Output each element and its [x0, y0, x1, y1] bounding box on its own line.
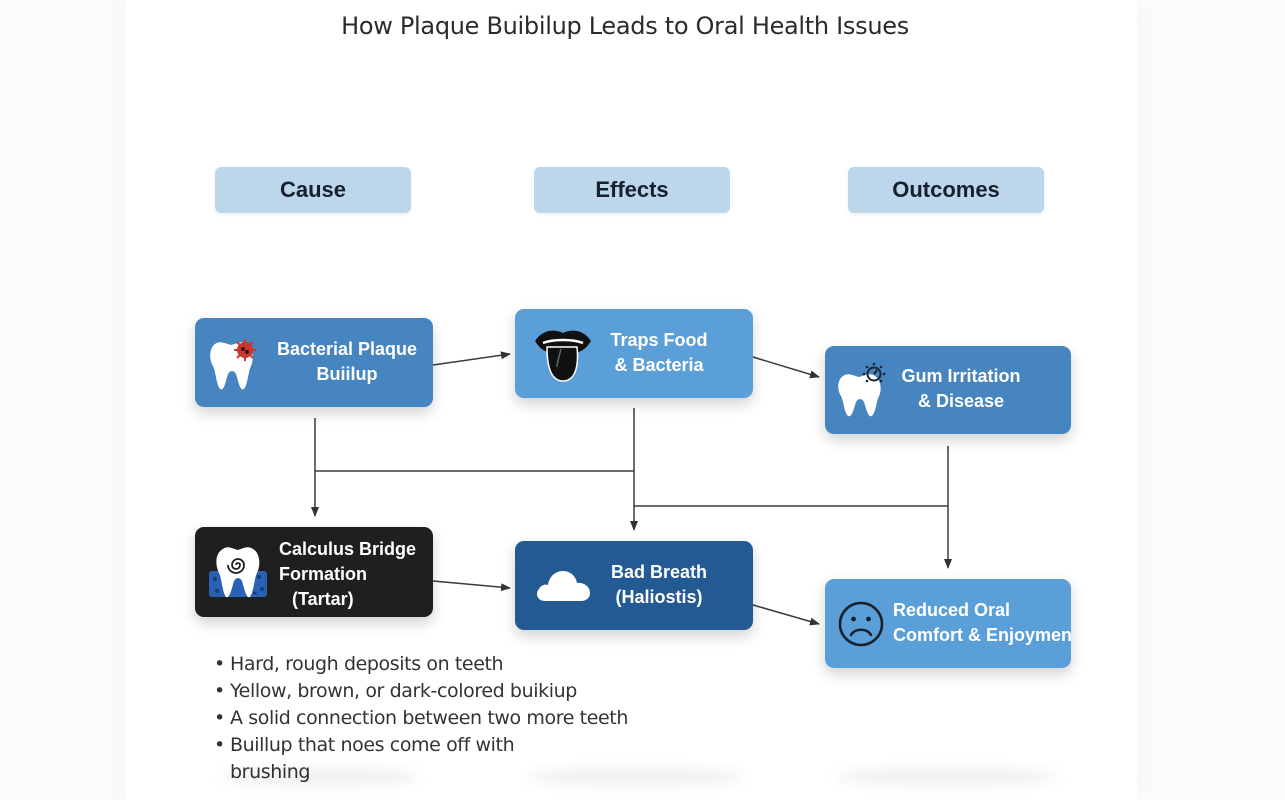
node-label-line: & Bacteria — [614, 355, 704, 375]
arrow-traps-to-gum — [752, 356, 820, 379]
shadow-decoration — [835, 768, 1060, 786]
arrow-breath-to-comfort — [752, 604, 820, 626]
node-label-line: & Disease — [917, 391, 1005, 411]
header-cause: Cause — [215, 167, 411, 213]
node-label-line: Bad Breath — [610, 562, 708, 582]
arrow-calculus-to-breath — [432, 580, 511, 592]
tooth-bacteria-icon — [210, 339, 256, 390]
diagram-title: How Plaque Buibilup Leads to Oral Health… — [341, 12, 909, 40]
node-label-line: Calculus Bridge — [279, 539, 417, 559]
cloud-icon — [537, 571, 590, 601]
header-effects: Effects — [534, 167, 730, 213]
list-item: Hard, rough deposits on teeth — [214, 651, 634, 678]
node-label-line: (Tartar) — [292, 589, 354, 609]
node-label-line: Reduced Oral — [893, 600, 1011, 620]
node-label-line: Comfort & Enjoymen — [893, 625, 1073, 645]
list-item: Yellow, brown, or dark-colored buikiup — [214, 678, 634, 705]
calculus-characteristics-list: Hard, rough deposits on teeth Yellow, br… — [214, 651, 634, 786]
list-item: Buillup that noes come off with brushing — [214, 732, 530, 786]
node-gum-irritation[interactable]: Gum Irritation & Disease — [825, 346, 1071, 434]
node-reduced-comfort[interactable]: Reduced Oral Comfort & Enjoymen — [825, 579, 1072, 668]
tooth-irritation-icon — [838, 362, 886, 417]
node-label-line: Bacterial Plaque — [276, 339, 418, 359]
node-bad-breath[interactable]: Bad Breath (Haliostis) — [515, 541, 753, 630]
sad-face-icon — [838, 601, 884, 647]
node-label-line: (Haliostis) — [615, 587, 703, 607]
node-calculus-bridge[interactable]: Calculus Bridge Formation (Tartar) — [195, 527, 433, 617]
tooth-tartar-icon — [209, 547, 267, 598]
arrow-plaque-to-traps — [432, 351, 511, 366]
node-label-line: Traps Food — [610, 330, 708, 350]
node-label-line: Gum Irritation — [901, 366, 1021, 386]
shadow-decoration — [220, 768, 420, 786]
node-label-line: Formation — [279, 564, 367, 584]
node-label-line: Buiilup — [316, 364, 378, 384]
mouth-tongue-icon — [535, 330, 591, 382]
list-item: A solid connection between two more teet… — [214, 705, 634, 732]
header-outcomes: Outcomes — [848, 167, 1044, 213]
node-traps-food[interactable]: Traps Food & Bacteria — [515, 309, 753, 398]
node-bacterial-plaque[interactable]: Bacterial Plaque Buiilup — [195, 318, 433, 407]
shadow-decoration — [525, 768, 745, 786]
